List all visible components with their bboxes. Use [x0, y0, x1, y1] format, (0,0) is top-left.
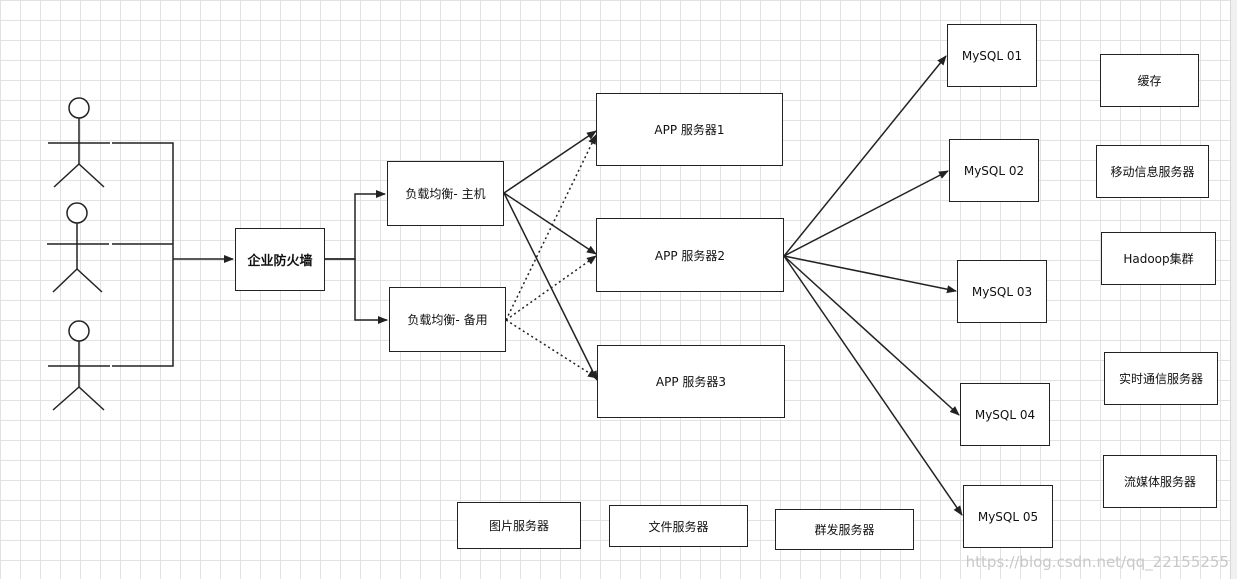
- lb-backup-to-app-connector: [505, 134, 598, 379]
- load-balancer-backup-node: 负载均衡- 备用: [389, 287, 506, 352]
- watermark-text: https://blog.csdn.net/qq_22155255: [965, 553, 1229, 571]
- app-server-3-node: APP 服务器3: [597, 345, 785, 418]
- mass-mail-server-node: 群发服务器: [775, 509, 914, 550]
- realtime-communication-server-node: 实时通信服务器: [1104, 352, 1218, 405]
- users-to-firewall-connector: [112, 142, 234, 367]
- app-to-mysql-connector: [783, 55, 963, 516]
- firewall-to-loadbalancers-connector: [325, 190, 388, 324]
- mysql-04-node: MySQL 04: [960, 383, 1050, 446]
- mysql-03-node: MySQL 03: [957, 260, 1047, 323]
- hadoop-cluster-node: Hadoop集群: [1101, 232, 1216, 285]
- user-actor-icon: [48, 320, 110, 411]
- load-balancer-main-node: 负载均衡- 主机: [387, 161, 504, 226]
- mysql-05-node: MySQL 05: [963, 485, 1053, 548]
- app-server-1-node: APP 服务器1: [596, 93, 783, 166]
- user-actor-icon: [48, 97, 110, 188]
- mysql-02-node: MySQL 02: [949, 139, 1039, 202]
- app-server-2-node: APP 服务器2: [596, 218, 784, 292]
- file-server-node: 文件服务器: [609, 505, 748, 547]
- streaming-media-server-node: 流媒体服务器: [1103, 455, 1217, 508]
- image-server-node: 图片服务器: [457, 502, 581, 549]
- firewall-node: 企业防火墙: [235, 228, 325, 291]
- user-actor-icon: [47, 202, 109, 293]
- cache-node: 缓存: [1100, 54, 1199, 107]
- mysql-01-node: MySQL 01: [947, 24, 1037, 87]
- scrollbar[interactable]: [1230, 0, 1237, 579]
- mobile-message-server-node: 移动信息服务器: [1096, 145, 1209, 198]
- lb-main-to-app-connector: [503, 130, 598, 381]
